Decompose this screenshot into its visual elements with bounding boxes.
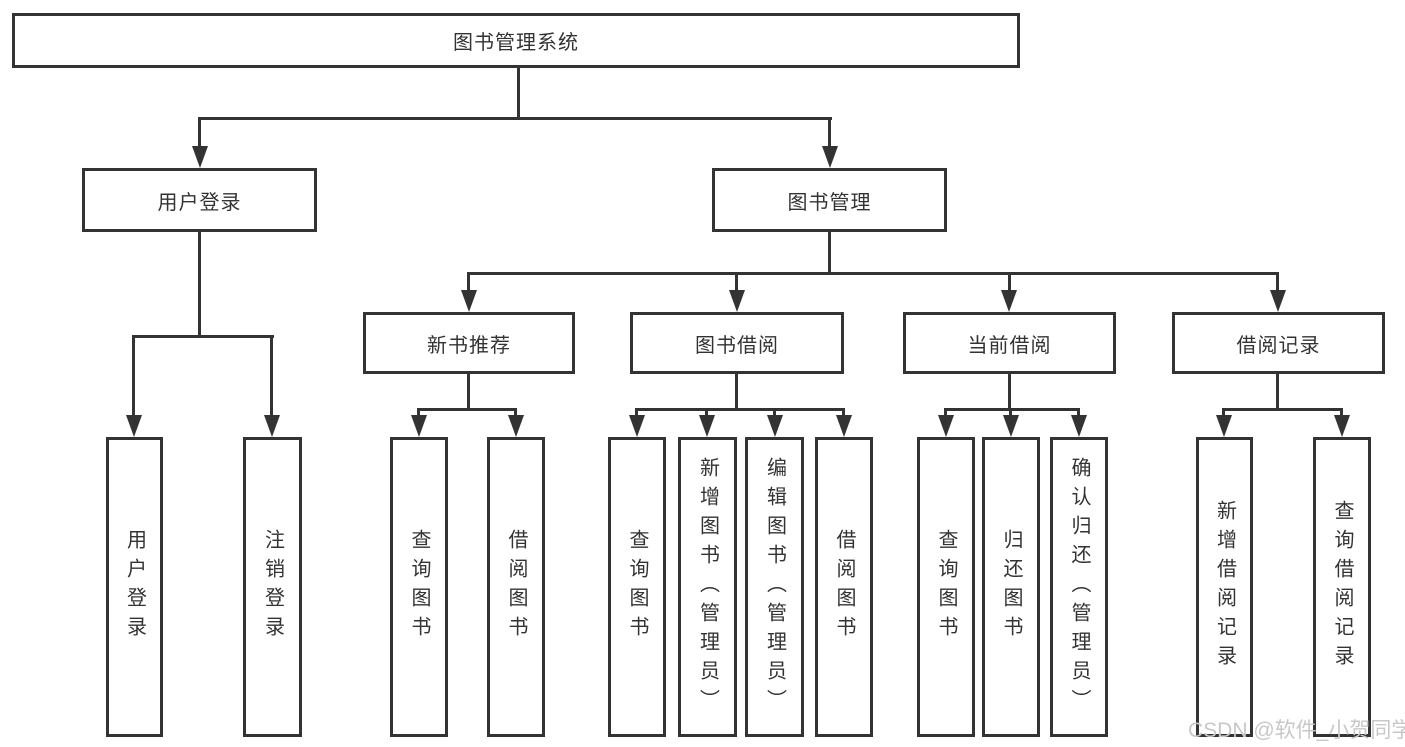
connector-drop-new-book: [467, 272, 470, 292]
arrow-down-icon: [699, 415, 715, 437]
node-borrow-books-recommend: 借阅图书: [487, 437, 545, 737]
arrow-down-icon: [1003, 415, 1019, 437]
arrow-down-icon: [1001, 290, 1017, 312]
node-add-book-admin: 新增图书（管理员）: [678, 437, 737, 737]
arrow-down-icon: [629, 415, 645, 437]
connector-drop-leaf: [635, 408, 638, 418]
arrow-down-icon: [938, 415, 954, 437]
node-return-books: 归还图书: [982, 437, 1040, 737]
node-query-borrow-record: 查询借阅记录: [1313, 437, 1371, 737]
node-query-books-current: 查询图书: [917, 437, 975, 737]
connector-drop-logout-leaf: [270, 335, 273, 417]
connector-drop-login-leaf: [132, 335, 135, 417]
node-library-management-system: 图书管理系统: [12, 13, 1020, 68]
connector-user-login-stub: [198, 232, 201, 335]
connector-current-borrowing-branch: [944, 408, 1080, 411]
node-borrowing-records: 借阅记录: [1172, 312, 1385, 374]
connector-drop-leaf: [1222, 408, 1225, 418]
connector-user-login-branch: [132, 335, 274, 338]
connector-drop-current-borrowing: [1008, 272, 1011, 292]
arrow-down-icon: [822, 146, 838, 168]
connector-root-stub: [517, 68, 520, 117]
connector-drop-leaf: [417, 408, 420, 418]
node-query-books-borrowing: 查询图书: [608, 437, 666, 737]
arrow-down-icon: [1334, 415, 1350, 437]
arrow-down-icon: [767, 415, 783, 437]
connector-drop-leaf: [705, 408, 708, 418]
node-add-borrow-record: 新增借阅记录: [1196, 437, 1253, 737]
connector-book-borrowing-branch: [635, 408, 845, 411]
connector-borrow-records-stub: [1276, 374, 1279, 408]
connector-level1-branch: [199, 117, 832, 120]
arrow-down-icon: [126, 415, 142, 437]
node-book-management: 图书管理: [712, 168, 947, 232]
connector-drop-leaf: [944, 408, 947, 418]
node-query-books-recommend: 查询图书: [390, 437, 448, 737]
node-confirm-return-admin: 确认归还（管理员）: [1050, 437, 1108, 737]
arrow-down-icon: [1270, 290, 1286, 312]
arrow-down-icon: [411, 415, 427, 437]
connector-book-borrowing-stub: [735, 374, 738, 408]
arrow-down-icon: [192, 146, 208, 168]
node-new-book-recommendation: 新书推荐: [363, 312, 575, 374]
connector-drop-leaf: [1077, 408, 1080, 418]
node-borrow-books: 借阅图书: [815, 437, 873, 737]
arrow-down-icon: [1216, 415, 1232, 437]
node-edit-book-admin: 编辑图书（管理员）: [745, 437, 804, 737]
arrow-down-icon: [836, 415, 852, 437]
node-user-login-leaf: 用户登录: [106, 437, 163, 737]
connector-drop-leaf: [514, 408, 517, 418]
connector-drop-leaf: [1340, 408, 1343, 418]
connector-level2-branch: [467, 272, 1279, 275]
connector-drop-book-borrowing: [735, 272, 738, 292]
node-user-login: 用户登录: [82, 168, 317, 232]
arrow-down-icon: [508, 415, 524, 437]
connector-current-borrowing-stub: [1008, 374, 1011, 408]
connector-new-book-stub: [467, 374, 470, 408]
connector-borrow-records-branch: [1222, 408, 1343, 411]
arrow-down-icon: [729, 290, 745, 312]
arrow-down-icon: [1071, 415, 1087, 437]
connector-drop-leaf: [842, 408, 845, 418]
connector-drop-user-login: [198, 117, 201, 149]
csdn-watermark: CSDN @软件_小贺同学: [1188, 719, 1405, 742]
connector-drop-book-management: [828, 117, 831, 149]
arrow-down-icon: [264, 415, 280, 437]
node-current-borrowing: 当前借阅: [903, 312, 1116, 374]
connector-drop-borrow-records: [1276, 272, 1279, 292]
node-book-borrowing: 图书借阅: [630, 312, 844, 374]
arrow-down-icon: [461, 290, 477, 312]
connector-new-book-branch: [417, 408, 517, 411]
connector-book-management-stub: [828, 232, 831, 272]
node-logout-login: 注销登录: [243, 437, 302, 737]
connector-drop-leaf: [773, 408, 776, 418]
connector-drop-leaf: [1009, 408, 1012, 418]
